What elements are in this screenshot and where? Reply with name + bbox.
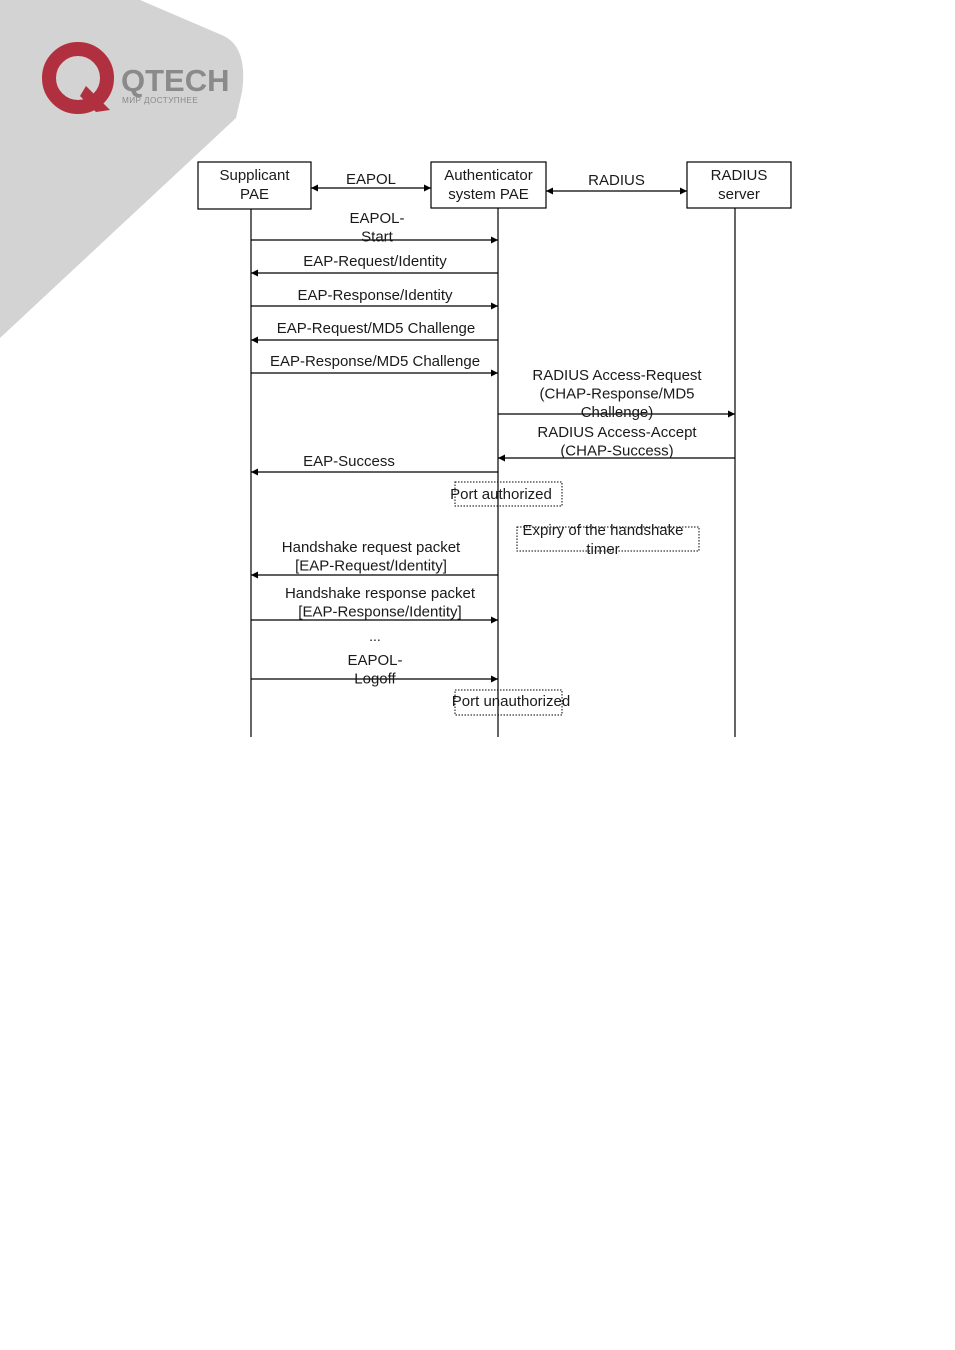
header-link-eapol: EAPOL bbox=[311, 171, 431, 192]
header-link-label: RADIUS bbox=[588, 172, 645, 189]
participant-authenticator: Authenticator system PAE bbox=[430, 161, 547, 209]
message-4: EAP-Request/MD5 Challenge bbox=[251, 320, 498, 344]
note-3: Port unauthorized bbox=[452, 689, 570, 716]
participant-box bbox=[430, 161, 547, 209]
participant-label: RADIUS bbox=[711, 167, 768, 184]
sequence-ellipsis: ... bbox=[369, 628, 381, 644]
participant-label: Authenticator bbox=[444, 167, 532, 184]
note-2: Expiry of the handshake timer bbox=[516, 522, 700, 558]
message-label: EAP-Request/Identity bbox=[303, 253, 447, 270]
message-11: EAPOL- Logoff bbox=[251, 652, 498, 688]
message-label: EAP-Success bbox=[303, 453, 395, 470]
participant-box bbox=[686, 161, 792, 209]
participant-label: PAE bbox=[240, 186, 269, 203]
message-label: [EAP-Request/Identity] bbox=[295, 558, 447, 575]
note-box bbox=[454, 481, 563, 507]
message-label: (CHAP-Response/MD5 bbox=[539, 386, 694, 403]
message-label: EAP-Response/MD5 Challenge bbox=[270, 353, 480, 370]
message-label: [EAP-Response/Identity] bbox=[298, 604, 461, 621]
message-label: EAP-Response/Identity bbox=[297, 287, 453, 304]
logo-mark-icon bbox=[42, 42, 114, 114]
message-6: RADIUS Access-Request (CHAP-Response/MD5C… bbox=[498, 367, 735, 421]
message-label: EAPOL- bbox=[349, 210, 404, 227]
message-label: (CHAP-Success) bbox=[560, 443, 673, 460]
message-label: Start bbox=[361, 229, 394, 246]
message-10: Handshake response packet [EAP-Response/I… bbox=[251, 585, 498, 624]
note-label: Port unauthorized bbox=[452, 693, 570, 710]
message-2: EAP-Request/Identity bbox=[251, 253, 498, 277]
note-box bbox=[516, 526, 700, 552]
message-3: EAP-Response/Identity bbox=[251, 287, 498, 310]
message-5: EAP-Response/MD5 Challenge bbox=[251, 353, 498, 377]
brand-tagline: МИР ДОСТУПНЕЕ bbox=[122, 96, 198, 105]
message-7: RADIUS Access-Accept (CHAP-Success) bbox=[498, 424, 735, 462]
note-label: Port authorized bbox=[450, 486, 552, 503]
message-label: RADIUS Access-Request bbox=[532, 367, 702, 384]
message-9: Handshake request packet [EAP-Request/Ide… bbox=[251, 539, 498, 579]
message-label: EAP-Request/MD5 Challenge bbox=[277, 320, 475, 337]
message-label: RADIUS Access-Accept bbox=[537, 424, 697, 441]
message-label: Challenge) bbox=[581, 404, 654, 421]
note-label: Expiry of the handshake bbox=[523, 522, 684, 539]
brand-name: QTECH bbox=[121, 63, 230, 98]
message-label: Logoff bbox=[354, 671, 396, 688]
label-backing bbox=[345, 171, 397, 187]
participant-radius: RADIUS server bbox=[686, 161, 792, 209]
message-label: Handshake response packet bbox=[285, 585, 476, 602]
note-1: Port authorized bbox=[450, 481, 563, 507]
header-link-radius: RADIUS bbox=[546, 172, 687, 195]
message-label: Handshake request packet bbox=[282, 539, 461, 556]
message-label: EAPOL- bbox=[347, 652, 402, 669]
note-label: timer bbox=[586, 541, 619, 558]
header-link-label: EAPOL bbox=[346, 171, 396, 188]
message-8: EAP-Success bbox=[251, 453, 498, 476]
label-backing bbox=[587, 172, 646, 188]
message-1: EAPOL- Start bbox=[251, 210, 498, 246]
participant-label: server bbox=[718, 186, 760, 203]
participant-label: system PAE bbox=[448, 186, 529, 203]
participant-label: Supplicant bbox=[219, 167, 290, 184]
brand-logo: QTECH МИР ДОСТУПНЕЕ bbox=[42, 42, 230, 114]
